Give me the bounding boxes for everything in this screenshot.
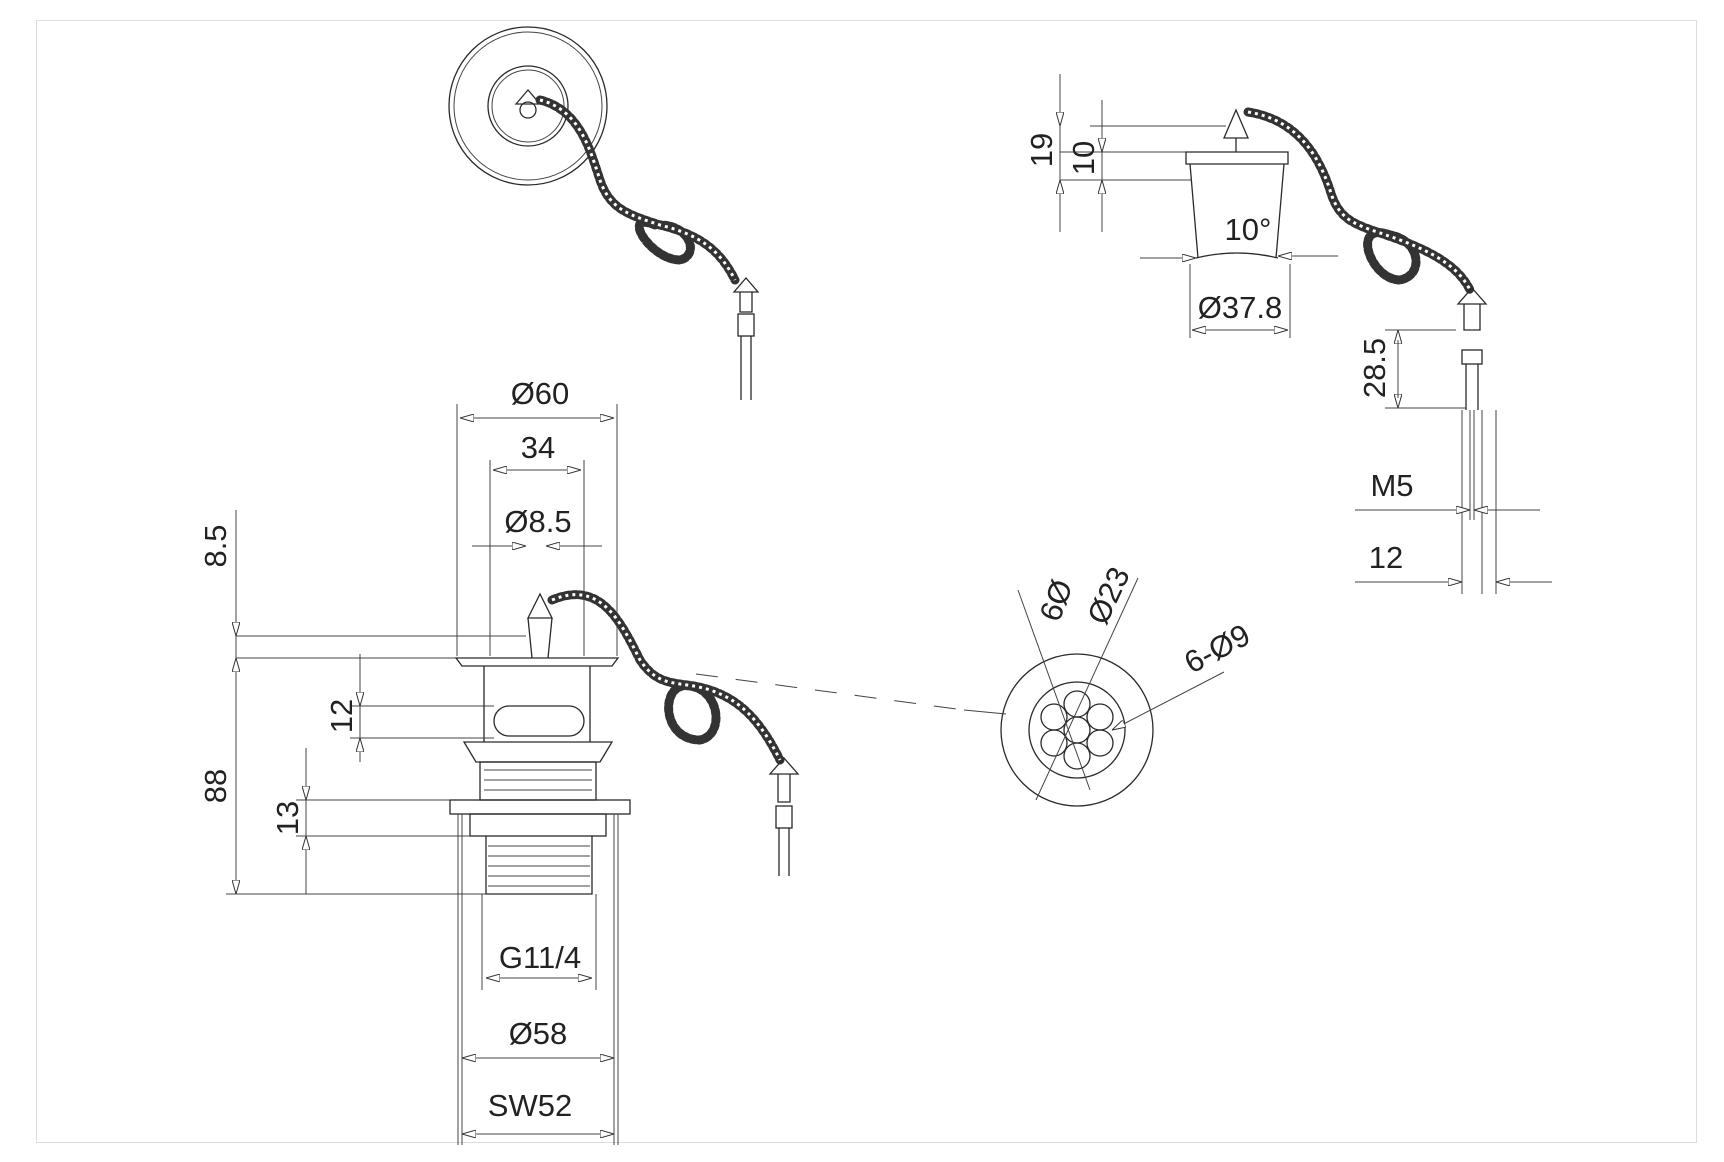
dim-19: 19 <box>1024 133 1059 167</box>
dim-d8-5: Ø8.5 <box>504 504 571 539</box>
dim-d37-8: Ø37.8 <box>1198 290 1282 325</box>
dim-13: 13 <box>270 801 305 835</box>
dim-d58: Ø58 <box>509 1016 568 1051</box>
plug-top-view <box>448 26 760 400</box>
dim-34: 34 <box>521 430 555 465</box>
dim-12-vertical: 12 <box>324 699 359 733</box>
dim-d60: Ø60 <box>511 376 570 411</box>
dim-g114: G11/4 <box>499 940 581 975</box>
waste-body-view: Ø60 34 Ø8.5 <box>198 376 965 1145</box>
dim-8-5-vertical: 8.5 <box>198 524 233 567</box>
plug-side-view: 19 10 10° Ø37.8 28.5 <box>1024 74 1552 594</box>
grate-detail: 6Ø Ø23 6-Ø9 <box>963 562 1256 807</box>
dim-28-5: 28.5 <box>1357 338 1392 398</box>
dim-sw52: SW52 <box>488 1088 572 1123</box>
dim-12-thread: 12 <box>1369 540 1403 575</box>
dim-10: 10 <box>1066 141 1101 175</box>
dim-6-holes: 6-Ø9 <box>1178 617 1255 680</box>
dim-6d: 6Ø <box>1033 575 1080 626</box>
dim-88: 88 <box>198 769 233 803</box>
dim-m5: M5 <box>1370 468 1413 503</box>
dim-d23: Ø23 <box>1080 562 1136 630</box>
dim-angle-10: 10° <box>1225 212 1272 247</box>
